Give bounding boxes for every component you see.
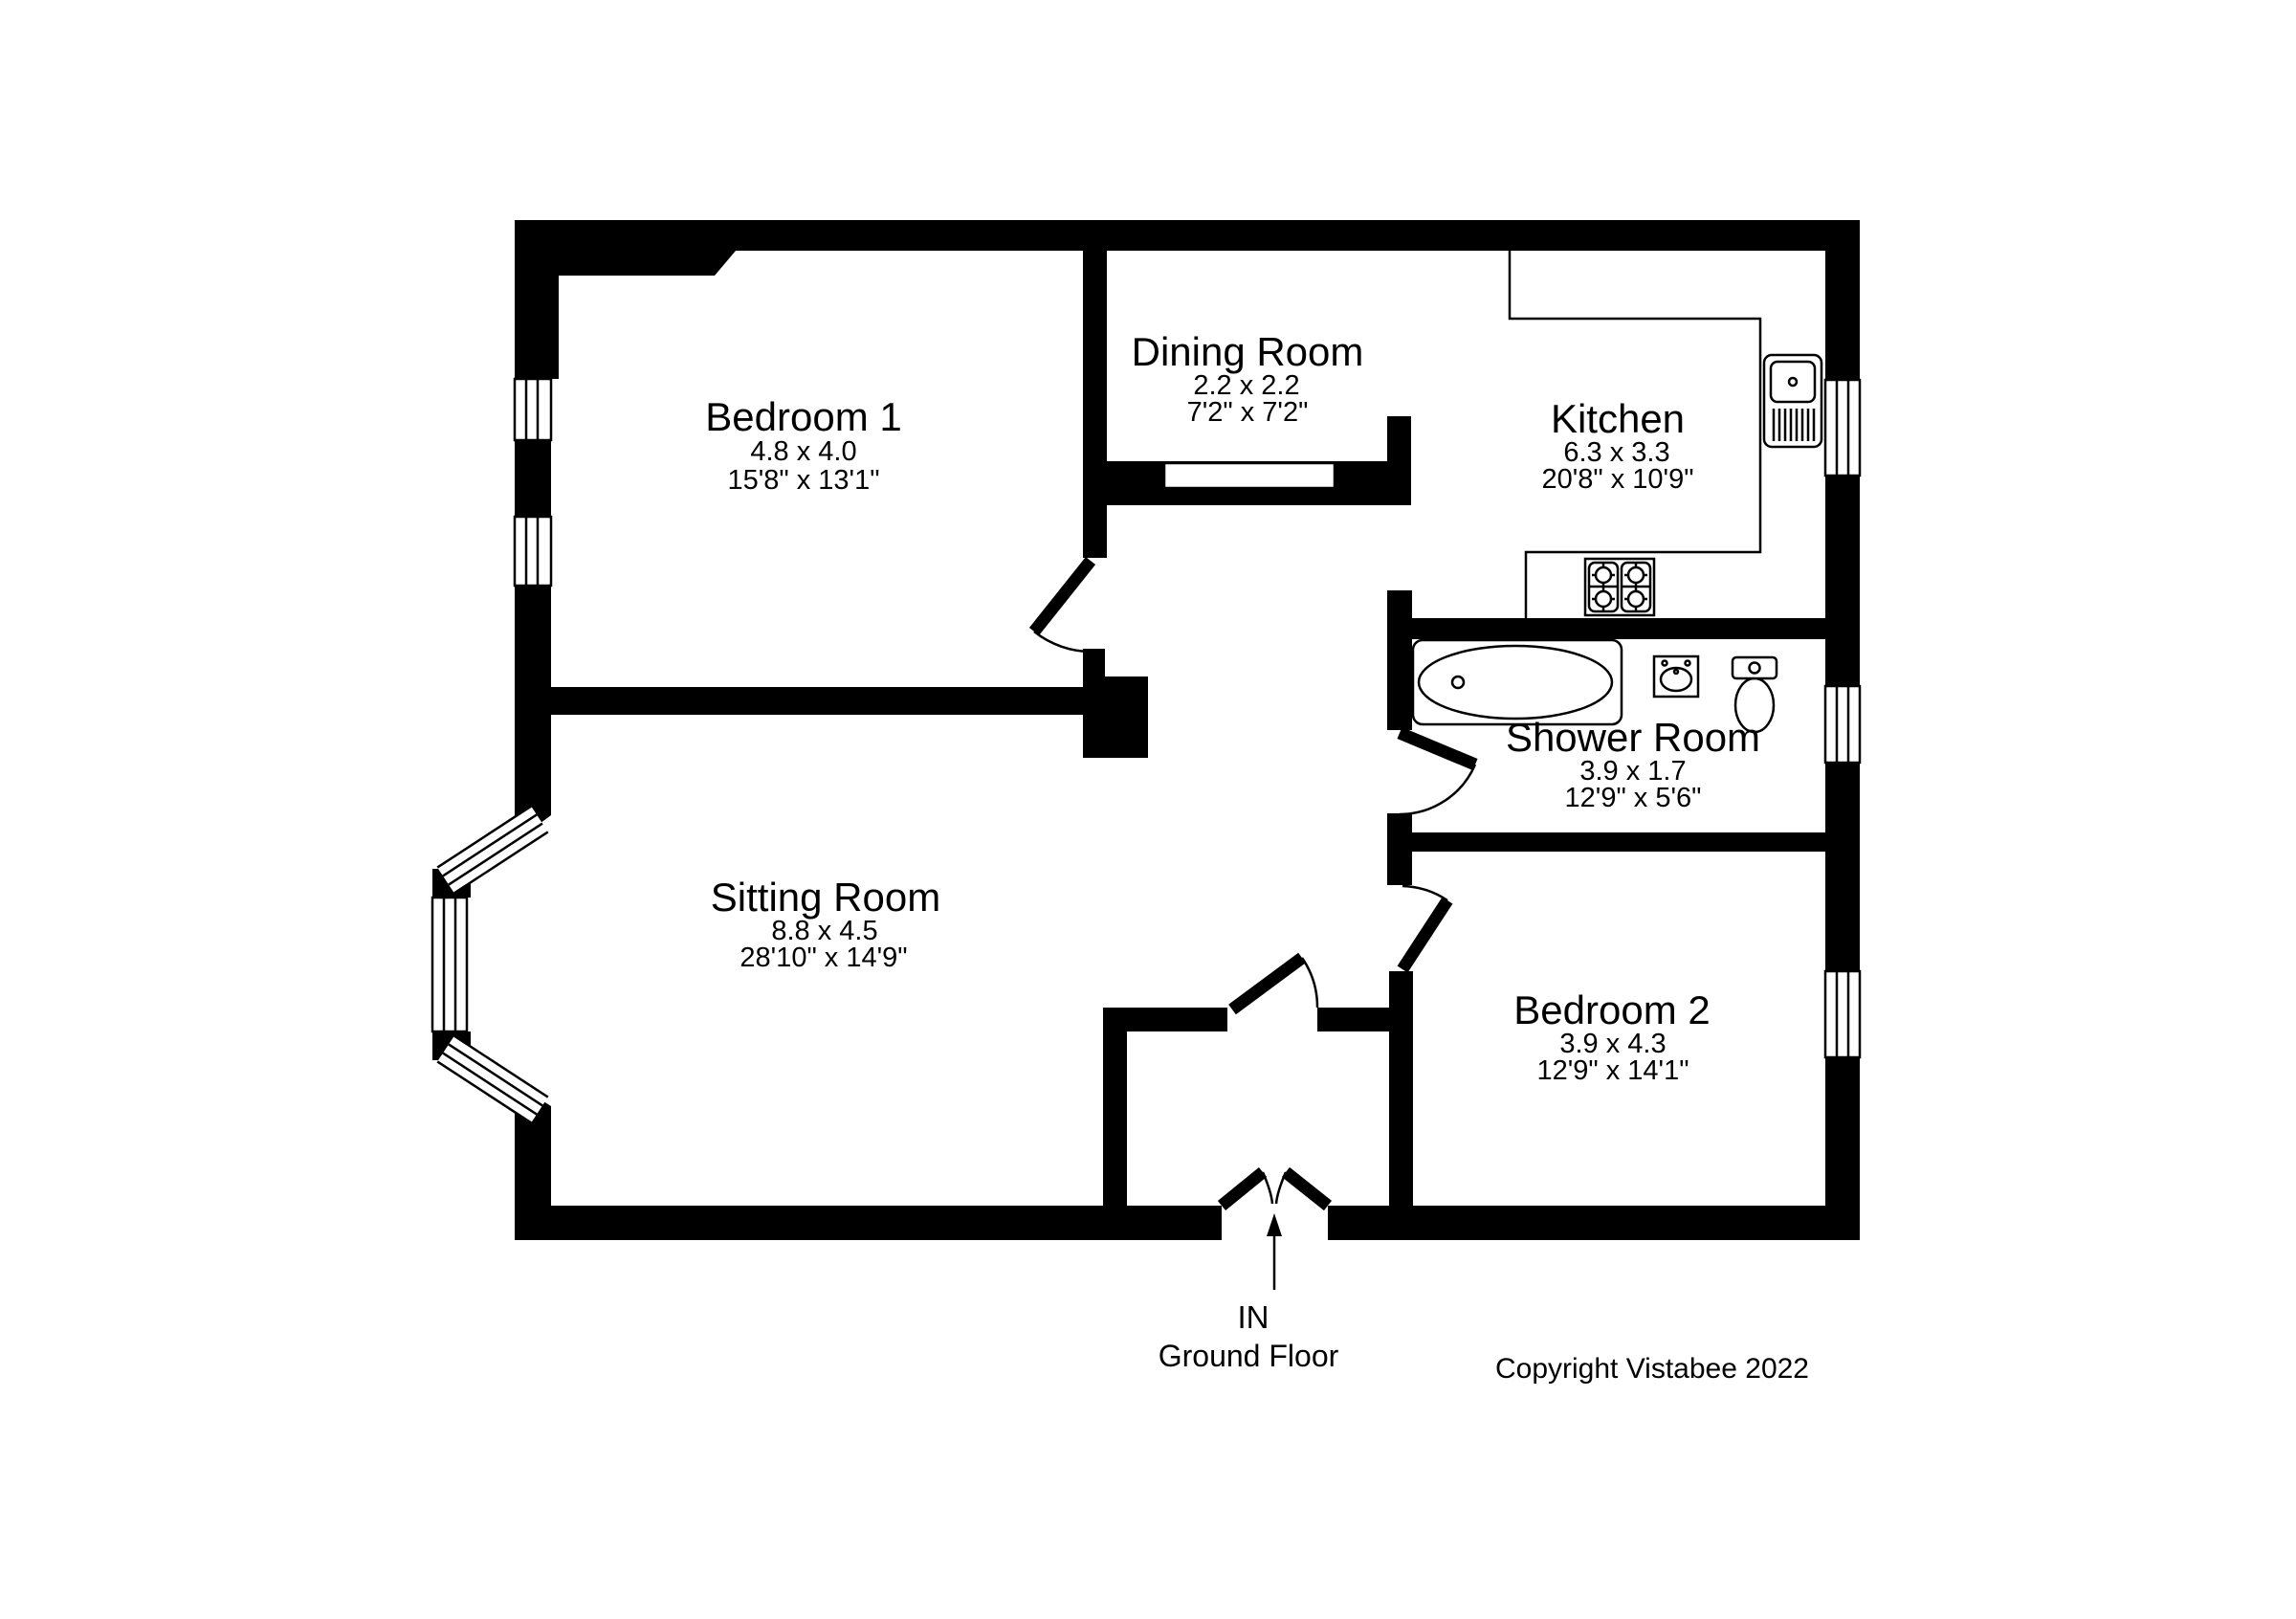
hall-pillar	[1083, 649, 1148, 758]
top-wall	[515, 220, 1860, 276]
bedroom2-door	[1397, 884, 1453, 973]
bay-window-upper	[436, 805, 549, 895]
entry-door-leaf-left	[1217, 1166, 1268, 1211]
dining-imperial: 7'2" x 7'2"	[1187, 397, 1309, 428]
bay-window-lower	[436, 1034, 549, 1124]
labels: Bedroom 1 4.8 x 4.0 15'8" x 13'1" Dining…	[705, 329, 1809, 1385]
bedroom1-imperial: 15'8" x 13'1"	[727, 465, 879, 496]
dining-label: Dining Room 2.2 x 2.2 7'2" x 7'2"	[1132, 329, 1364, 428]
hall-door	[1228, 952, 1319, 1015]
kitchen-shower-wall	[1387, 618, 1860, 639]
dining-kitchen-stub	[1387, 416, 1411, 461]
shower-name: Shower Room	[1506, 715, 1760, 760]
shower-door	[1397, 727, 1478, 816]
bedroom1-dining-divider	[1083, 251, 1107, 558]
vestibule-right-wall	[1389, 971, 1413, 1208]
toilet	[1731, 655, 1778, 734]
ground-floor-label: Ground Floor	[1159, 1339, 1339, 1373]
vestibule-left-wall	[1103, 1008, 1127, 1208]
doors	[1028, 556, 1478, 1015]
bedroom2-metric: 3.9 x 4.3	[1559, 1029, 1666, 1059]
entry-door-curve-left	[1261, 1171, 1274, 1205]
shower-label: Shower Room 3.9 x 1.7 12'9" x 5'6"	[1506, 715, 1760, 813]
burner-3	[1592, 588, 1615, 610]
right-wall-2	[1825, 476, 1860, 686]
kitchen-label: Kitchen 6.3 x 3.3 20'8" x 10'9"	[1541, 396, 1693, 495]
kitchen-name: Kitchen	[1551, 396, 1685, 441]
entry-door-curve-right	[1274, 1171, 1288, 1205]
bedroom2-name: Bedroom 2	[1513, 987, 1710, 1032]
bedroom2-window	[1823, 969, 1862, 1059]
kitchen-imperial: 20'8" x 10'9"	[1541, 464, 1693, 495]
shower-window	[1823, 684, 1862, 765]
entry-in-label: IN	[1238, 1299, 1269, 1335]
dining-metric: 2.2 x 2.2	[1193, 370, 1299, 401]
dining-hatch	[1162, 461, 1336, 490]
bedroom1-name: Bedroom 1	[705, 394, 901, 439]
bedroom2-imperial: 12'9" x 14'1"	[1536, 1055, 1689, 1086]
right-wall-3	[1825, 763, 1860, 971]
bottom-wall-right	[1328, 1206, 1860, 1240]
bottom-wall-left	[515, 1206, 1222, 1240]
copyright-text: Copyright Vistabee 2022	[1495, 1353, 1809, 1385]
bedroom1-door	[1028, 556, 1096, 654]
kitchen-counter	[1508, 251, 1762, 618]
burner-1	[1592, 564, 1615, 587]
entry	[1217, 1166, 1333, 1290]
kitchen-window	[1823, 378, 1862, 477]
entry-door-leaf-right	[1281, 1166, 1333, 1211]
right-wall-4	[1825, 1057, 1860, 1206]
dining-name: Dining Room	[1132, 329, 1364, 374]
bedroom2-label: Bedroom 2 3.9 x 4.3 12'9" x 14'1"	[1513, 987, 1710, 1086]
entry-arrow-head	[1267, 1213, 1282, 1236]
burner-4	[1624, 588, 1647, 610]
bedroom1-sitting-divider	[551, 687, 1083, 715]
left-wall-upper	[515, 220, 559, 379]
kitchen-fixtures	[1508, 251, 1823, 618]
shower-imperial: 12'9" x 5'6"	[1565, 783, 1702, 813]
shower-metric: 3.9 x 1.7	[1579, 756, 1686, 787]
hob	[1583, 557, 1656, 617]
windows	[430, 377, 1862, 1124]
shower-left-wall	[1387, 590, 1412, 730]
walls	[432, 220, 1860, 1240]
bedroom1-window-1	[513, 377, 553, 442]
bath	[1411, 638, 1623, 726]
bedroom1-metric: 4.8 x 4.0	[750, 436, 856, 467]
vestibule-top-wall-right	[1317, 1008, 1389, 1031]
bedroom1-window-2	[513, 515, 553, 588]
kitchen-sink	[1762, 353, 1823, 449]
bedroom1-label: Bedroom 1 4.8 x 4.0 15'8" x 13'1"	[705, 394, 901, 496]
burner-2	[1624, 564, 1647, 587]
sitting-imperial: 28'10" x 14'9"	[740, 943, 907, 973]
sitting-label: Sitting Room 8.8 x 4.5 28'10" x 14'9"	[711, 875, 940, 973]
sitting-metric: 8.8 x 4.5	[771, 916, 877, 946]
left-wall-between-windows	[515, 440, 551, 517]
kitchen-metric: 6.3 x 3.3	[1563, 437, 1669, 468]
shower-room-fixtures	[1411, 638, 1778, 734]
basin	[1652, 654, 1700, 699]
bay-window-middle	[430, 896, 469, 1033]
sitting-name: Sitting Room	[711, 875, 940, 920]
left-wall-lower	[515, 586, 551, 806]
bedroom2-top-wall	[1406, 832, 1825, 852]
right-wall-1	[1825, 251, 1860, 380]
vestibule-top-wall-left	[1127, 1008, 1227, 1031]
